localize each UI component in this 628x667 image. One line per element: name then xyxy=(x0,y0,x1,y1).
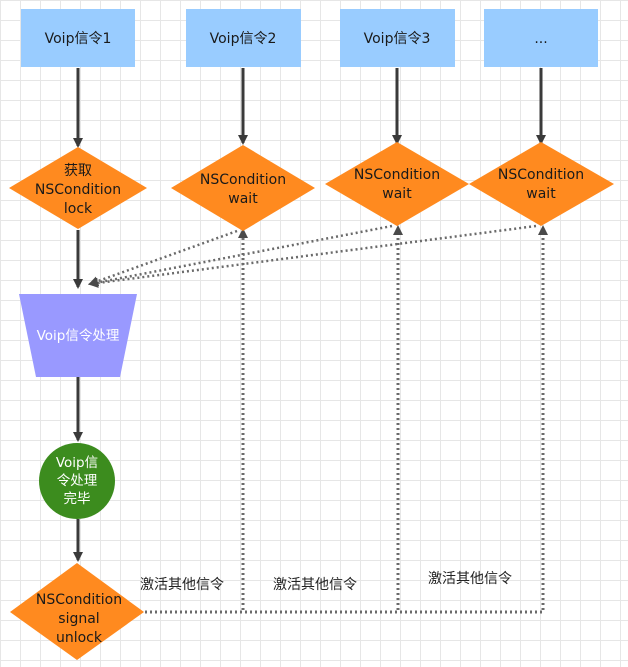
lock-diamond-line1: 获取 xyxy=(64,163,92,179)
lock-diamond-line3: lock xyxy=(64,201,93,217)
wait-diamond-2[interactable]: NSCondition wait xyxy=(171,145,315,231)
wait-diamond-2-line2: wait xyxy=(228,191,258,207)
lock-diamond[interactable]: 获取 NSCondition lock xyxy=(9,147,147,229)
lock-diamond-line2: NSCondition xyxy=(35,182,121,198)
done-circle[interactable]: Voip信 令处理 完毕 xyxy=(39,443,115,519)
wait-diamond-3-line1: NSCondition xyxy=(354,167,440,183)
edge-wait4-process xyxy=(88,224,537,288)
wait-diamond-3-line2: wait xyxy=(382,186,412,202)
wait-diamond-2-line1: NSCondition xyxy=(200,172,286,188)
wait-diamond-4-line2: wait xyxy=(526,186,556,202)
wait-diamond-4-line1: NSCondition xyxy=(498,167,584,183)
edge-signal-activate-wait3 xyxy=(145,225,403,614)
edge-signal-activate-wait2 xyxy=(145,228,248,614)
signal-box-2-label: Voip信令2 xyxy=(210,31,277,47)
signal-box-3[interactable]: Voip信令3 xyxy=(340,9,455,67)
edge-wait3-process xyxy=(88,224,393,288)
wait-diamond-4[interactable]: NSCondition wait xyxy=(469,142,614,226)
edge-wait2-process xyxy=(88,229,238,286)
edge-label-activate-3: 激活其他信令 xyxy=(428,570,512,587)
edge-signal-activate-wait4 xyxy=(145,225,548,614)
edge-label-activate-2: 激活其他信令 xyxy=(273,576,357,593)
process-trapezoid[interactable]: Voip信令处理 xyxy=(19,294,137,377)
edge-label-activate-1: 激活其他信令 xyxy=(140,576,224,593)
signal-diamond-line1: NSCondition xyxy=(36,592,122,608)
signal-diamond-line3: unlock xyxy=(56,630,103,646)
signal-box-1[interactable]: Voip信令1 xyxy=(21,9,135,67)
signal-box-3-label: Voip信令3 xyxy=(364,31,431,47)
signal-diamond[interactable]: NSCondition signal unlock xyxy=(10,563,144,660)
signal-box-4-label: ... xyxy=(534,31,547,47)
signal-box-4[interactable]: ... xyxy=(484,9,598,67)
wait-diamond-3[interactable]: NSCondition wait xyxy=(325,142,469,226)
signal-diamond-line2: signal xyxy=(58,611,99,627)
done-circle-line3: 完毕 xyxy=(64,491,91,507)
done-circle-line2: 令处理 xyxy=(57,473,98,489)
signal-box-1-label: Voip信令1 xyxy=(45,31,112,47)
done-circle-line1: Voip信 xyxy=(56,455,98,471)
process-trapezoid-label: Voip信令处理 xyxy=(37,328,120,344)
signal-box-2[interactable]: Voip信令2 xyxy=(186,9,301,67)
